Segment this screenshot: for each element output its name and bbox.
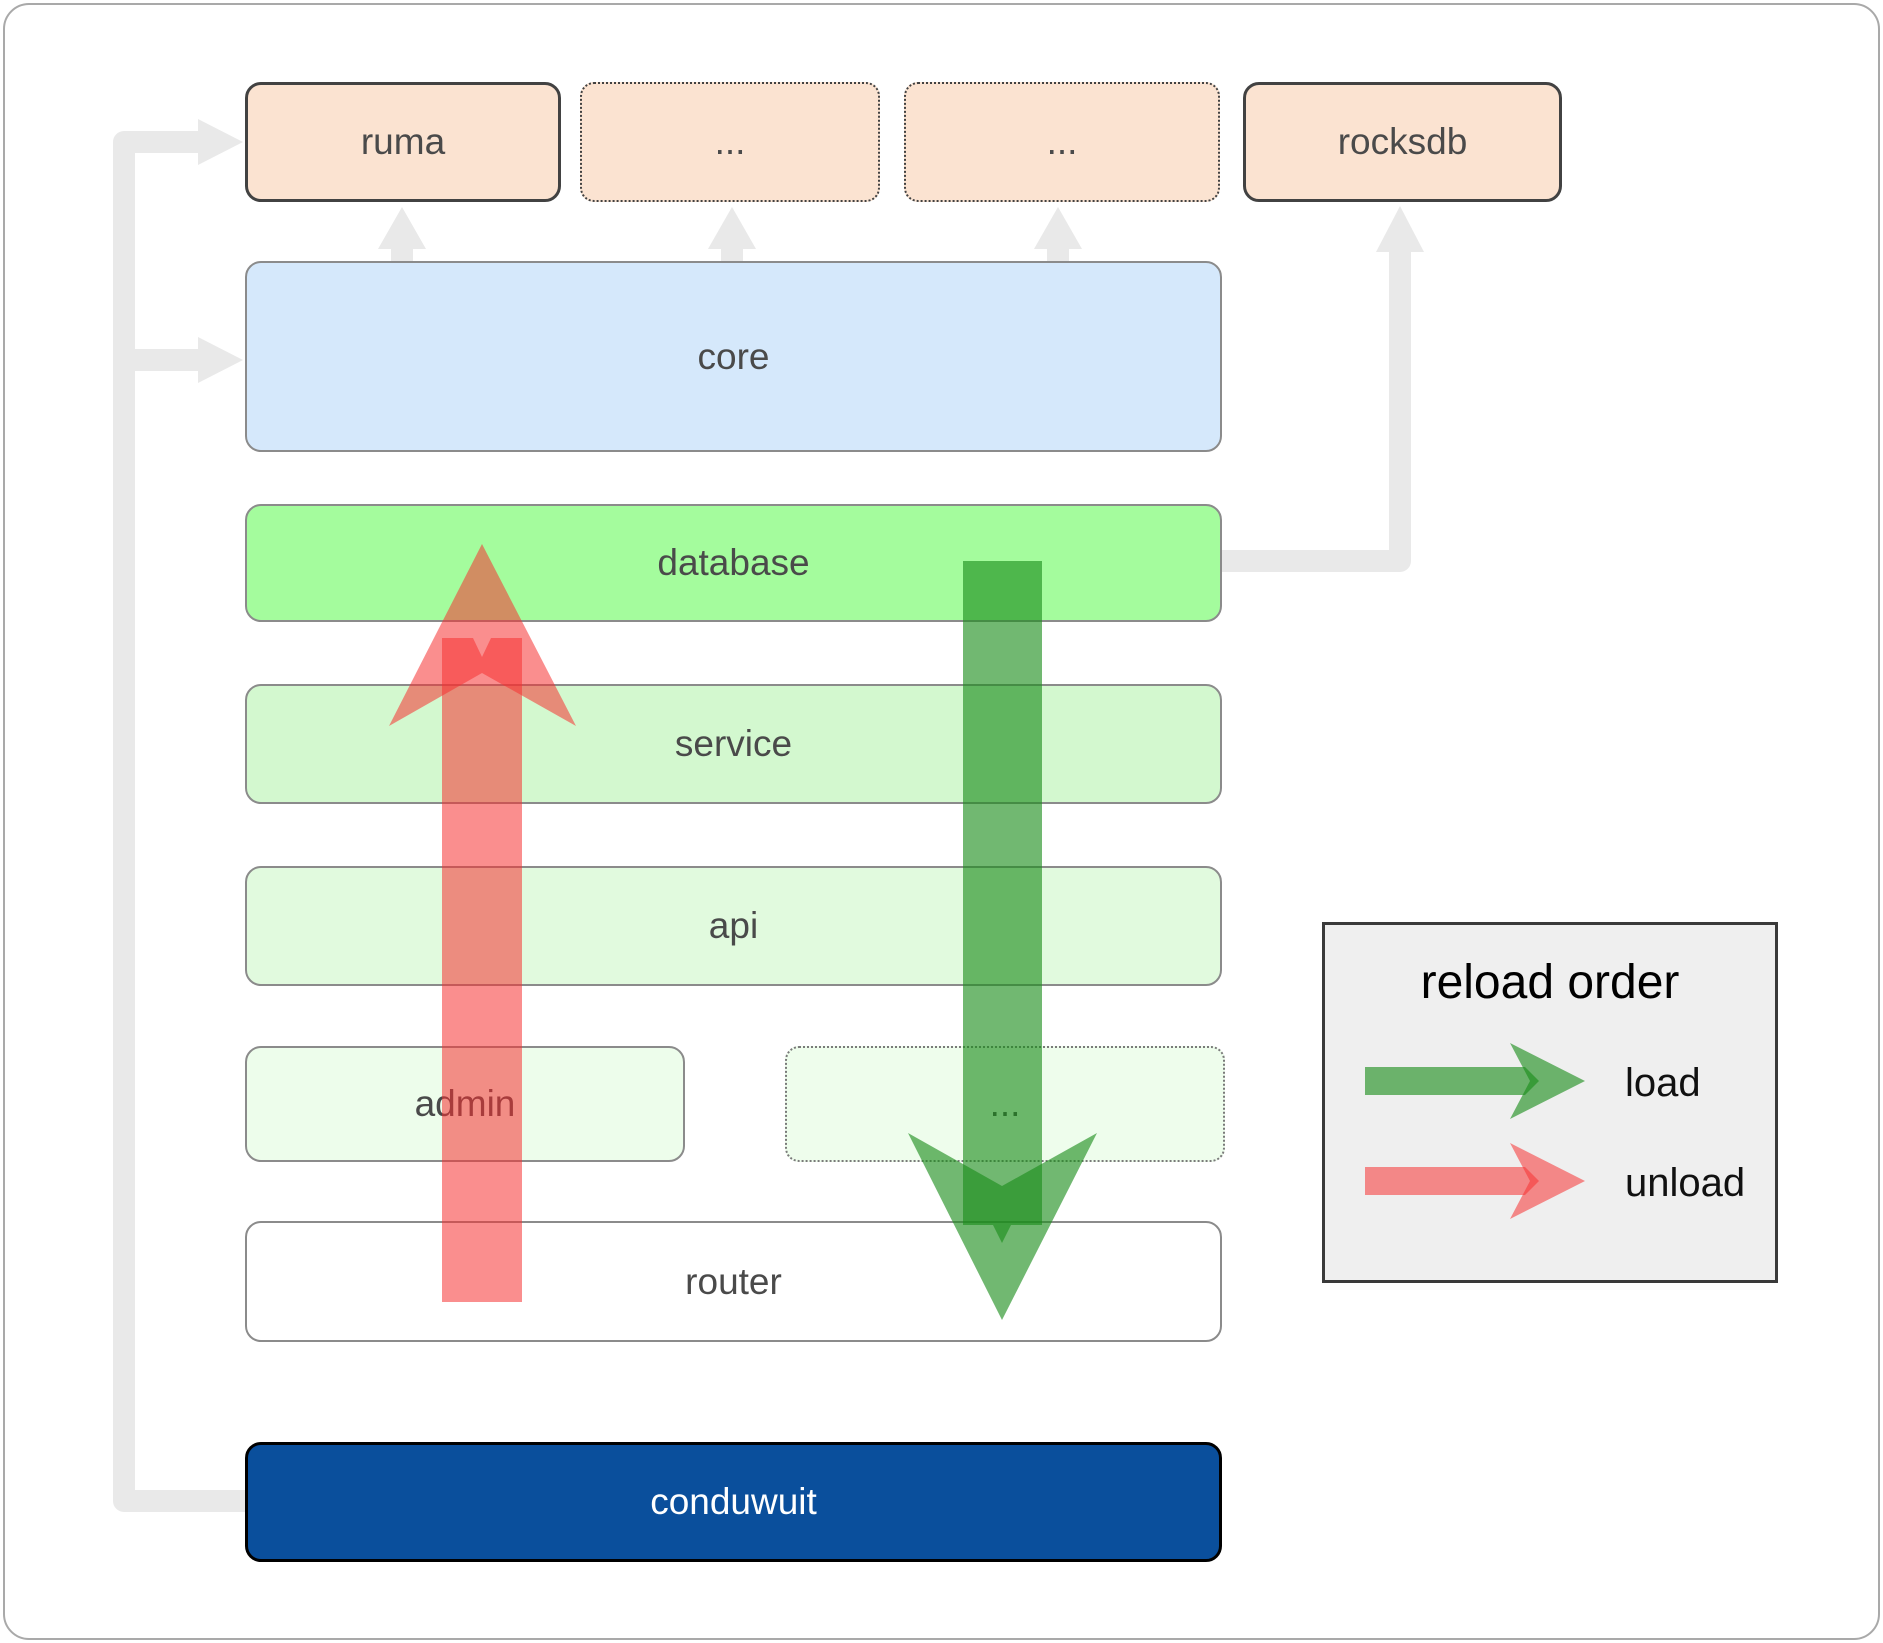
legend-load-label: load xyxy=(1625,1061,1701,1105)
legend-reload-order: reload order load unload xyxy=(1322,922,1778,1283)
node-top-ellipsis-2: ... xyxy=(904,82,1220,202)
legend-load-arrow-icon xyxy=(1365,1043,1585,1119)
node-ruma: ruma xyxy=(245,82,561,202)
node-service-label: service xyxy=(674,723,793,764)
node-top-ellipsis-2-label: ... xyxy=(1046,121,1078,162)
legend-unload-arrow-shaft xyxy=(1365,1167,1539,1195)
node-service: service xyxy=(245,684,1222,804)
legend-unload-label: unload xyxy=(1625,1161,1746,1205)
legend-load-arrow-head xyxy=(1510,1043,1585,1119)
node-conduwuit-label: conduwuit xyxy=(650,1481,817,1522)
node-core: core xyxy=(245,261,1222,452)
node-admin-label: admin xyxy=(414,1083,516,1124)
legend-title: reload order xyxy=(1420,956,1680,1009)
node-rocksdb-label: rocksdb xyxy=(1337,121,1468,162)
legend-unload-arrow-head xyxy=(1510,1143,1585,1219)
node-api: api xyxy=(245,866,1222,986)
node-top-ellipsis-1-label: ... xyxy=(714,121,746,162)
legend-unload-arrow-icon xyxy=(1365,1143,1585,1219)
node-bottom-ellipsis-label: ... xyxy=(989,1083,1021,1124)
node-admin: admin xyxy=(245,1046,685,1162)
diagram-outer-frame xyxy=(3,3,1880,1640)
node-core-label: core xyxy=(697,335,770,377)
node-bottom-ellipsis: ... xyxy=(785,1046,1225,1162)
node-router: router xyxy=(245,1221,1222,1342)
node-api-label: api xyxy=(708,905,759,946)
node-database-label: database xyxy=(657,542,810,583)
node-database: database xyxy=(245,504,1222,622)
legend-load-arrow-shaft xyxy=(1365,1067,1539,1095)
node-conduwuit: conduwuit xyxy=(245,1442,1222,1562)
node-router-label: router xyxy=(685,1260,782,1302)
node-rocksdb: rocksdb xyxy=(1243,82,1562,202)
node-ruma-label: ruma xyxy=(360,121,446,162)
node-top-ellipsis-1: ... xyxy=(580,82,880,202)
